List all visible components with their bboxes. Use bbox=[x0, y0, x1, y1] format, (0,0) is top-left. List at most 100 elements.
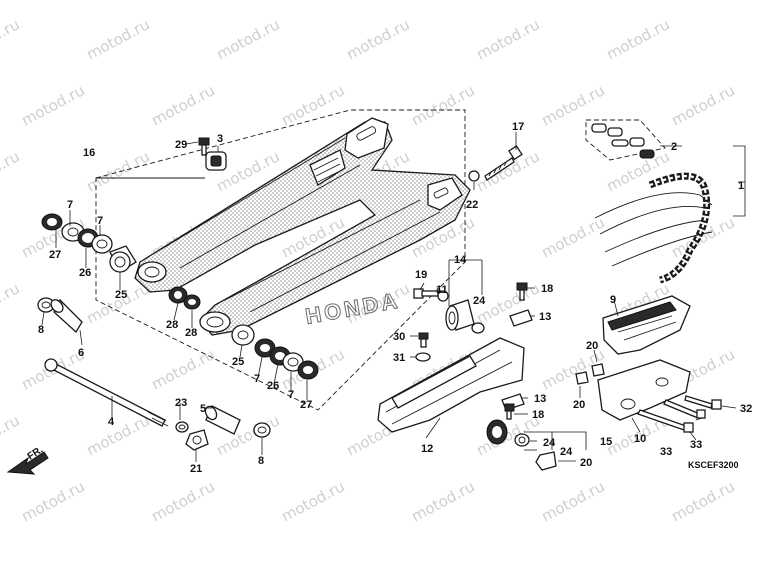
washer-11 bbox=[437, 290, 449, 302]
watermark-text: motod.ru bbox=[473, 15, 542, 63]
watermark-text: motod.ru bbox=[538, 477, 607, 525]
callout-23: 23 bbox=[175, 397, 187, 409]
callout-12: 12 bbox=[421, 443, 433, 455]
callout-8a: 8 bbox=[38, 324, 44, 336]
plate-13-upper bbox=[509, 309, 533, 327]
callout-8b: 8 bbox=[258, 455, 264, 467]
callout-24a: 24 bbox=[473, 295, 486, 307]
chain-slider-12 bbox=[377, 337, 525, 433]
bolt-19 bbox=[413, 288, 439, 299]
swingarm-assembly-frame bbox=[95, 109, 466, 411]
chain-joint-2 bbox=[585, 119, 666, 161]
callout-7a: 7 bbox=[67, 199, 73, 211]
callout-14: 14 bbox=[454, 254, 467, 266]
bolt-33-left bbox=[637, 409, 694, 433]
callout-20a: 20 bbox=[586, 340, 598, 352]
callout-32: 32 bbox=[740, 403, 752, 415]
callout-33b: 33 bbox=[690, 439, 702, 451]
callout-19: 19 bbox=[415, 269, 427, 281]
callout-24c: 24 bbox=[560, 446, 573, 458]
washer-31 bbox=[415, 352, 431, 362]
callout-28b: 28 bbox=[185, 327, 197, 339]
bolt-29 bbox=[198, 137, 210, 156]
callout-21: 21 bbox=[190, 463, 202, 475]
callout-18a: 18 bbox=[541, 283, 553, 295]
watermark-text: motod.ru bbox=[278, 477, 347, 525]
watermark-text: motod.ru bbox=[18, 477, 87, 525]
watermark-text: motod.ru bbox=[83, 15, 152, 63]
pivot-hardware bbox=[37, 297, 271, 451]
callout-27a: 27 bbox=[49, 249, 61, 261]
nut-20-left bbox=[575, 371, 589, 385]
callout-25a: 25 bbox=[115, 289, 127, 301]
watermark-text: motod.ru bbox=[83, 411, 152, 459]
diagram-code: KSCEF3200 bbox=[688, 460, 739, 470]
callout-29: 29 bbox=[175, 139, 187, 151]
callout-11: 11 bbox=[436, 284, 448, 296]
callout-26a: 26 bbox=[79, 267, 91, 279]
callout-28a: 28 bbox=[166, 319, 178, 331]
watermark-text: motod.ru bbox=[0, 279, 23, 327]
callout-2: 2 bbox=[671, 141, 677, 153]
guide-bracket-10 bbox=[597, 359, 691, 421]
callout-26b: 26 bbox=[267, 380, 279, 392]
callout-20b: 20 bbox=[573, 399, 585, 411]
bolt-17 bbox=[484, 145, 523, 181]
watermark-text: motod.ru bbox=[0, 411, 23, 459]
watermark-text: motod.ru bbox=[603, 147, 672, 195]
chain-guide-9 bbox=[602, 295, 691, 355]
callout-6: 6 bbox=[78, 347, 84, 359]
callout-7b: 7 bbox=[97, 215, 103, 227]
watermark-text: motod.ru bbox=[0, 15, 23, 63]
left-bearing-stack bbox=[41, 213, 137, 273]
callout-labels: 1 2 3 4 5 6 7 7 7 7 8 8 9 10 11 12 13 13… bbox=[38, 121, 752, 475]
watermark-text: motod.ru bbox=[213, 15, 282, 63]
callout-9: 9 bbox=[610, 294, 616, 306]
nut-20-upper bbox=[591, 363, 605, 377]
washer-24-upper bbox=[471, 322, 485, 334]
callout-3: 3 bbox=[217, 133, 223, 145]
callout-5: 5 bbox=[200, 403, 206, 415]
callout-13b: 13 bbox=[534, 393, 546, 405]
callout-17: 17 bbox=[512, 121, 524, 133]
washer-22 bbox=[468, 170, 480, 182]
callout-16: 16 bbox=[83, 147, 95, 159]
watermark-text: motod.ru bbox=[538, 81, 607, 129]
watermark-text: motod.ru bbox=[668, 477, 737, 525]
callout-20c: 20 bbox=[580, 457, 592, 469]
chain-roller-15 bbox=[486, 419, 557, 471]
watermark-text: motod.ru bbox=[343, 15, 412, 63]
callout-22: 22 bbox=[466, 199, 478, 211]
cable-clamp-3 bbox=[205, 151, 227, 171]
callout-27b: 27 bbox=[300, 399, 312, 411]
callout-25b: 25 bbox=[232, 356, 244, 368]
bolt-18-upper bbox=[516, 282, 528, 301]
callout-15: 15 bbox=[600, 436, 612, 448]
callout-1: 1 bbox=[738, 180, 744, 192]
watermark-text: motod.ru bbox=[83, 279, 152, 327]
watermark-text: motod.ru bbox=[473, 147, 542, 195]
callout-7c: 7 bbox=[254, 373, 260, 385]
watermark-text: motod.ru bbox=[408, 81, 477, 129]
bolt-32 bbox=[684, 395, 722, 410]
watermark-text: motod.ru bbox=[668, 81, 737, 129]
callout-24b: 24 bbox=[543, 437, 556, 449]
watermark-text: motod.ru bbox=[278, 81, 347, 129]
watermark-text: motod.ru bbox=[0, 147, 23, 195]
front-direction-arrow: FR. bbox=[6, 444, 49, 475]
leader-lines bbox=[41, 132, 746, 462]
watermark-text: motod.ru bbox=[18, 81, 87, 129]
callout-18b: 18 bbox=[532, 409, 544, 421]
watermark-text: motod.ru bbox=[148, 477, 217, 525]
callout-33a: 33 bbox=[660, 446, 672, 458]
bolt-30 bbox=[418, 332, 429, 348]
callout-13a: 13 bbox=[539, 311, 551, 323]
callout-4: 4 bbox=[108, 416, 115, 428]
swingarm-body bbox=[134, 117, 471, 336]
watermark-layer: motod.ru motod.ru motod.ru motod.ru motod.ru… bbox=[0, 15, 738, 525]
bolt-18-lower bbox=[504, 403, 515, 420]
watermark-text: motod.ru bbox=[408, 477, 477, 525]
drive-chain-1 bbox=[594, 172, 713, 284]
